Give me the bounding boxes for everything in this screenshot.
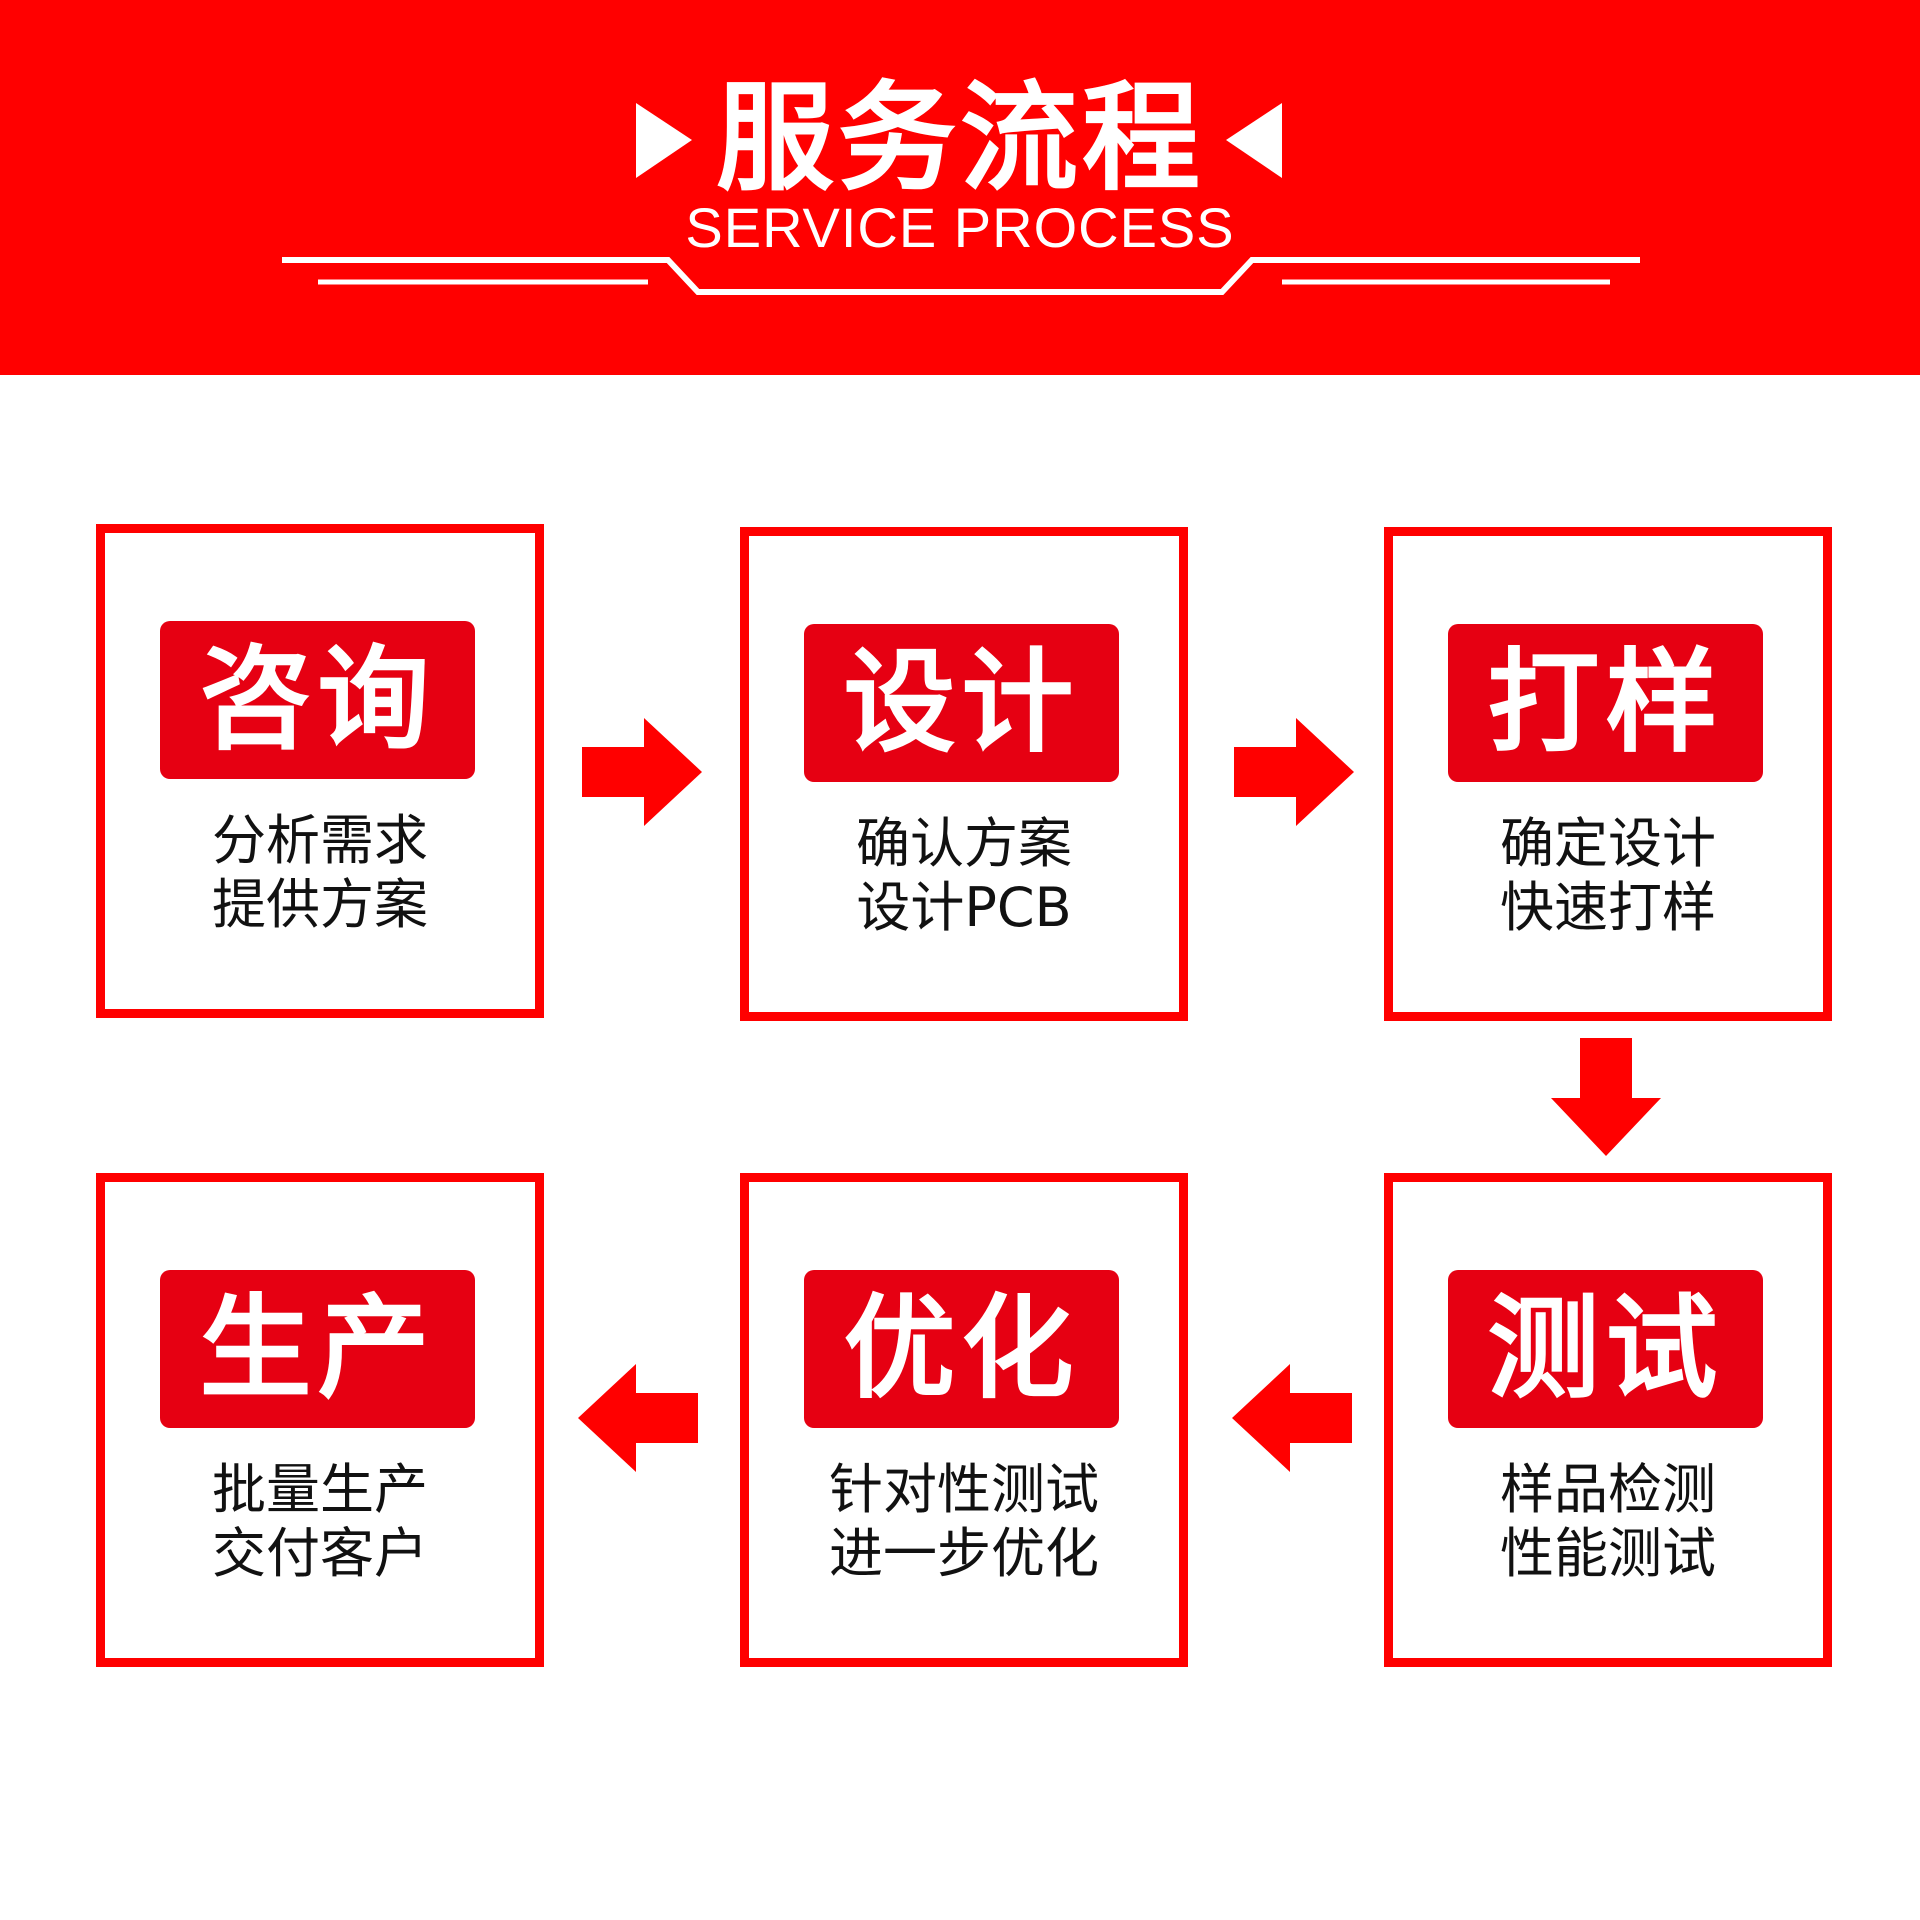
banner-underline xyxy=(282,257,1640,295)
step-desc-line: 性能测试 xyxy=(1500,1522,1716,1585)
step-consult: 咨询 分析需求 提供方案 xyxy=(96,524,544,1018)
step-test: 测试 样品检测 性能测试 xyxy=(1384,1173,1832,1667)
step-description: 分析需求 提供方案 xyxy=(105,809,535,937)
step-desc-line: 设计PCB xyxy=(856,876,1072,939)
arrow-down-icon xyxy=(1551,1038,1661,1156)
step-description: 样品检测 性能测试 xyxy=(1393,1458,1823,1586)
step-desc-line: 针对性测试 xyxy=(829,1458,1099,1521)
arrow-right-icon xyxy=(582,718,702,826)
step-label: 测试 xyxy=(1448,1270,1763,1428)
arrow-left-icon xyxy=(578,1364,698,1472)
arrow-left-icon xyxy=(1232,1364,1352,1472)
step-desc-line: 批量生产 xyxy=(212,1458,428,1521)
page-subtitle: SERVICE PROCESS xyxy=(685,196,1235,259)
step-desc-line: 交付客户 xyxy=(212,1522,428,1585)
step-description: 确认方案 设计PCB xyxy=(749,812,1179,940)
step-desc-line: 快速打样 xyxy=(1500,876,1716,939)
step-desc-line: 确认方案 xyxy=(856,812,1072,875)
arrow-right-icon xyxy=(1234,718,1354,826)
header-banner: 服务流程 SERVICE PROCESS xyxy=(0,0,1920,375)
banner-decoration xyxy=(282,103,1640,295)
step-optimize: 优化 针对性测试 进一步优化 xyxy=(740,1173,1188,1667)
step-description: 确定设计 快速打样 xyxy=(1393,812,1823,940)
step-description: 针对性测试 进一步优化 xyxy=(749,1458,1179,1586)
step-label: 设计 xyxy=(804,624,1119,782)
step-design: 设计 确认方案 设计PCB xyxy=(740,527,1188,1021)
step-label: 咨询 xyxy=(160,621,475,779)
step-label: 生产 xyxy=(160,1270,475,1428)
step-description: 批量生产 交付客户 xyxy=(105,1458,535,1586)
page-title: 服务流程 xyxy=(715,69,1204,207)
step-desc-line: 进一步优化 xyxy=(829,1522,1099,1585)
step-produce: 生产 批量生产 交付客户 xyxy=(96,1173,544,1667)
right-pointer-icon xyxy=(1226,103,1282,178)
left-pointer-icon xyxy=(636,103,692,178)
step-desc-line: 提供方案 xyxy=(212,873,428,936)
step-prototype: 打样 确定设计 快速打样 xyxy=(1384,527,1832,1021)
step-label: 优化 xyxy=(804,1270,1119,1428)
step-desc-line: 分析需求 xyxy=(212,809,428,872)
step-desc-line: 样品检测 xyxy=(1500,1458,1716,1521)
step-label: 打样 xyxy=(1448,624,1763,782)
step-desc-line: 确定设计 xyxy=(1500,812,1716,875)
